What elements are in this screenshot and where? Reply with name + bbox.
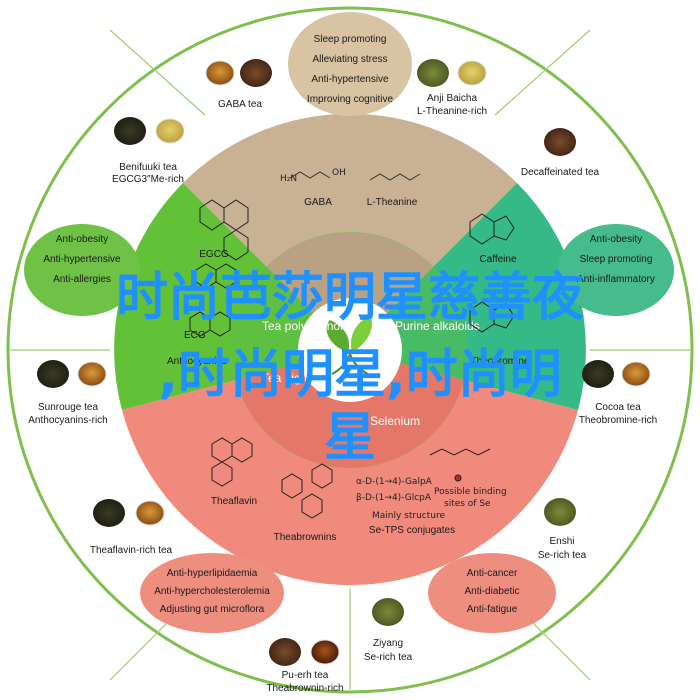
structure-anthocyanins-icon [189, 311, 231, 337]
benefit-bl-3: Adjusting gut microflora [160, 604, 265, 615]
tea-enshi-label-2: Se-rich tea [538, 550, 587, 561]
tea-benifuuki-label-1: Benifuuki tea [119, 162, 177, 173]
tea-cocoa-label-1: Cocoa tea [595, 402, 641, 413]
tea-theaflavin-label: Theaflavin-rich tea [90, 545, 173, 556]
section-tea-pigments-label: Tea pigments [262, 371, 333, 385]
tea-anji-label-1: Anji Baicha [427, 93, 477, 104]
compound-theanine-label: L-Theanine [367, 197, 418, 208]
benefit-bl-1: Anti-hyperlipidaemia [167, 568, 258, 579]
benefit-top-3: Anti-hypertensive [311, 74, 389, 85]
benefit-bubble-bottom-left [140, 553, 284, 633]
benefit-bl-2: Anti-hypercholesterolemia [154, 586, 270, 597]
tea-benifuuki-label-2: EGCG3″Me-rich [112, 174, 184, 185]
benefit-left-3: Anti-allergies [53, 274, 111, 285]
tea-gaba-product-icon [205, 59, 272, 87]
overlay-text-line3: 星 [324, 408, 376, 468]
tea-enshi-label-1: Enshi [549, 536, 574, 547]
inner-disc [114, 113, 586, 586]
tea-enshi-product-icon [544, 498, 576, 526]
compound-ecg-label: ECG [184, 330, 206, 341]
structure-se-icon [429, 448, 491, 482]
benefit-top-4: Improving cognitive [307, 94, 394, 105]
selenium-notes: α-D-(1→4)-GalpA β-D-(1→4)-GlcpA Possible… [356, 477, 507, 536]
middle-ring-salmon [236, 350, 464, 468]
center-disc [298, 298, 402, 402]
tea-cocoa-product-icon [582, 360, 651, 388]
benefit-right-3: Anti-inflammatory [577, 274, 655, 285]
structure-theabrownins-icon [281, 463, 333, 519]
benefit-bubble-right [558, 224, 674, 316]
overlay-text-line1: 时尚芭莎明星慈善夜 [116, 268, 585, 328]
compound-anthocyanins-label: Anthocyanins [167, 356, 227, 367]
benefit-br-1: Anti-cancer [467, 568, 518, 579]
structure-theanine-icon [369, 173, 421, 181]
compound-gaba-label: GABA [304, 197, 332, 208]
tea-ziyang-product-icon [372, 598, 404, 626]
sector-amino-acids [183, 113, 517, 350]
middle-ring-tan [267, 232, 433, 350]
se-note-3: Possible binding [434, 487, 507, 497]
structure-caffeine-icon [469, 213, 515, 245]
benefit-right-1: Anti-obesity [590, 234, 642, 245]
structure-egcg-icon [199, 199, 249, 261]
se-note-4: sites of Se [444, 499, 491, 509]
tea-puerh-product-icon [269, 638, 340, 666]
benefit-right-2: Sleep promoting [580, 254, 653, 265]
gaba-nh2-glyph: H₂N [280, 174, 297, 184]
compound-theabrownins-label: Theabrownins [274, 532, 337, 543]
compound-theobromine-label: Theobromine [471, 356, 530, 367]
tea-sunrouge-product-icon [37, 360, 107, 388]
compound-caffeine-label: Caffeine [479, 254, 517, 265]
benefit-left-2: Anti-hypertensive [43, 254, 121, 265]
tea-puerh-label-1: Pu-erh tea [282, 670, 329, 681]
se-note-1: α-D-(1→4)-GalpA [356, 477, 433, 487]
benefit-bubble-bottom-right [428, 553, 556, 633]
se-note-6: Se-TPS conjugates [369, 525, 455, 536]
benefit-br-2: Anti-diabetic [464, 586, 519, 597]
benefit-bubble-top [288, 12, 412, 116]
tea-puerh-label-2: Theabrownin-rich [266, 683, 343, 694]
leaf-logo-icon [326, 316, 372, 375]
overlay-text-line2: ,时尚明星,时尚明 [158, 345, 562, 405]
structure-ecg-icon [195, 263, 237, 289]
tea-ziyang-label-1: Ziyang [373, 638, 403, 649]
benefit-top-1: Sleep promoting [314, 34, 387, 45]
section-selenium-label: Selenium [370, 414, 420, 428]
tea-benifuuki-product-icon [114, 117, 185, 145]
benefit-br-3: Anti-fatigue [467, 604, 518, 615]
compound-theaflavin-label: Theaflavin [211, 496, 257, 507]
gaba-oh-glyph: OH [332, 168, 346, 178]
se-note-5: Mainly structure [372, 511, 445, 521]
tea-decaf-label: Decaffeinated tea [521, 167, 600, 178]
tea-theaflavin-product-icon [93, 499, 165, 527]
tea-anji-label-2: L-Theanine-rich [417, 106, 487, 117]
structure-gaba-icon [289, 171, 331, 179]
tea-cocoa-label-2: Theobromine-rich [579, 415, 657, 426]
compound-egcg-label: EGCG [199, 249, 229, 260]
section-tea-polyphenols-label: Tea polyphenols [262, 319, 349, 333]
se-note-2: β-D-(1→4)-GlcpA [356, 493, 432, 503]
benefit-top-2: Alleviating stress [312, 54, 387, 65]
tea-sunrouge-label-1: Sunrouge tea [38, 402, 98, 413]
tea-gaba-label: GABA tea [218, 99, 262, 110]
section-purine-label: Purine alkaloids [395, 319, 480, 333]
tea-sunrouge-label-2: Anthocyanins-rich [28, 415, 107, 426]
tea-anji-product-icon [417, 59, 487, 87]
benefit-left-1: Anti-obesity [56, 234, 108, 245]
tea-decaf-product-icon [544, 128, 576, 156]
benefit-bubble-left [24, 224, 140, 316]
structure-theaflavin-icon [211, 437, 253, 487]
tea-ziyang-label-2: Se-rich tea [364, 652, 413, 663]
structure-theobromine-icon [469, 301, 515, 333]
